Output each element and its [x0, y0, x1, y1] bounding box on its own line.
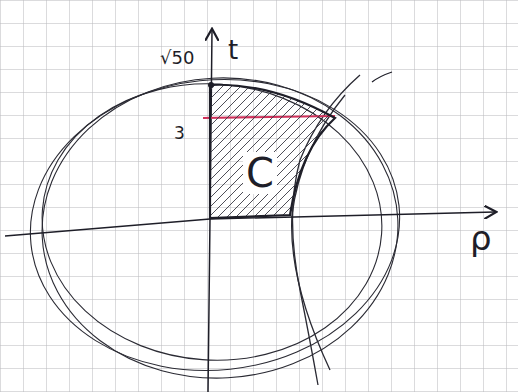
hatched-region: C — [205, 78, 340, 223]
axis-value: 3 — [174, 124, 185, 143]
tick-mark — [372, 72, 392, 82]
axis-value: √50 — [160, 48, 194, 68]
intersecting-arc — [292, 75, 360, 385]
circle-sketches — [16, 61, 414, 388]
level-line — [203, 116, 335, 118]
region-letter: C — [243, 152, 277, 194]
region-outline — [205, 78, 340, 223]
axis-name: t — [228, 36, 238, 65]
axis-name: ρ — [470, 220, 492, 257]
